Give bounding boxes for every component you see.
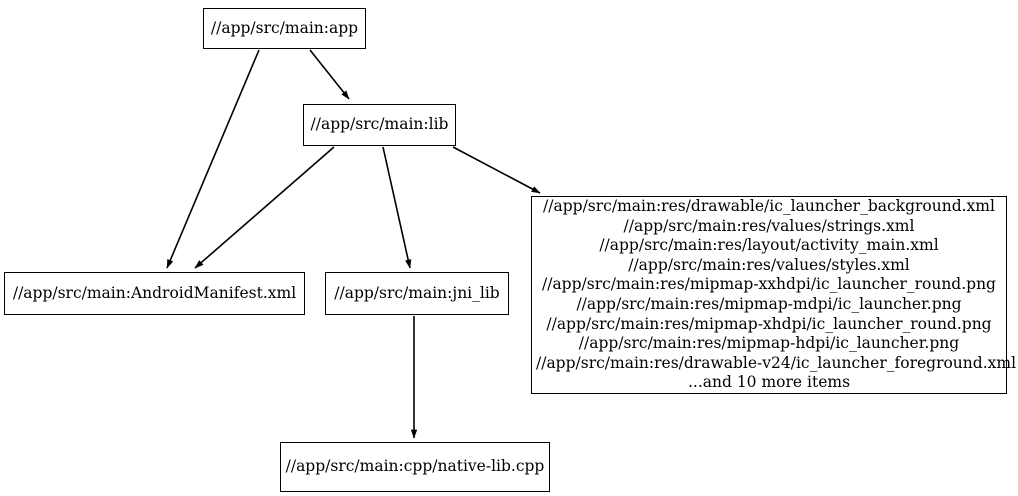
graph-node-lib-label: //app/src/main:lib xyxy=(310,115,449,134)
resource-line: //app/src/main:res/drawable/ic_launcher_… xyxy=(543,197,995,216)
edge-lib-to-resources xyxy=(452,146,541,194)
graph-node-native-lib-cpp[interactable]: //app/src/main:cpp/native-lib.cpp xyxy=(280,442,550,492)
graph-node-jni-lib-label: //app/src/main:jni_lib xyxy=(334,283,500,302)
graph-node-app-label: //app/src/main:app xyxy=(210,18,359,37)
graph-node-resources-lines: //app/src/main:res/drawable/ic_launcher_… xyxy=(536,197,1017,393)
graph-node-jni-lib[interactable]: //app/src/main:jni_lib xyxy=(325,272,509,315)
resource-line: //app/src/main:res/layout/activity_main.… xyxy=(599,236,939,255)
edge-app-to-manifest xyxy=(166,49,260,269)
resource-line: //app/src/main:res/mipmap-xhdpi/ic_launc… xyxy=(546,314,992,333)
edge-lib-to-jni-lib xyxy=(382,146,412,269)
graph-node-app[interactable]: //app/src/main:app xyxy=(203,8,366,49)
resource-overflow-label: ...and 10 more items xyxy=(687,373,851,392)
resource-line: //app/src/main:res/values/strings.xml xyxy=(623,216,915,235)
edge-lib-to-manifest xyxy=(194,146,335,269)
graph-node-android-manifest[interactable]: //app/src/main:AndroidManifest.xml xyxy=(4,272,305,315)
graph-node-resources[interactable]: //app/src/main:res/drawable/ic_launcher_… xyxy=(531,196,1017,394)
resource-line: //app/src/main:res/drawable-v24/ic_launc… xyxy=(536,353,1017,372)
resource-line: //app/src/main:res/values/styles.xml xyxy=(628,255,910,274)
graph-node-android-manifest-label: //app/src/main:AndroidManifest.xml xyxy=(12,283,297,302)
graph-node-lib[interactable]: //app/src/main:lib xyxy=(303,104,456,146)
resource-line: //app/src/main:res/mipmap-mdpi/ic_launch… xyxy=(576,295,962,313)
edge-app-to-lib xyxy=(309,49,350,100)
resource-line: //app/src/main:res/mipmap-xxhdpi/ic_laun… xyxy=(542,275,996,294)
graph-node-native-lib-cpp-label: //app/src/main:cpp/native-lib.cpp xyxy=(285,457,545,476)
resource-line: //app/src/main:res/mipmap-hdpi/ic_launch… xyxy=(578,334,960,353)
